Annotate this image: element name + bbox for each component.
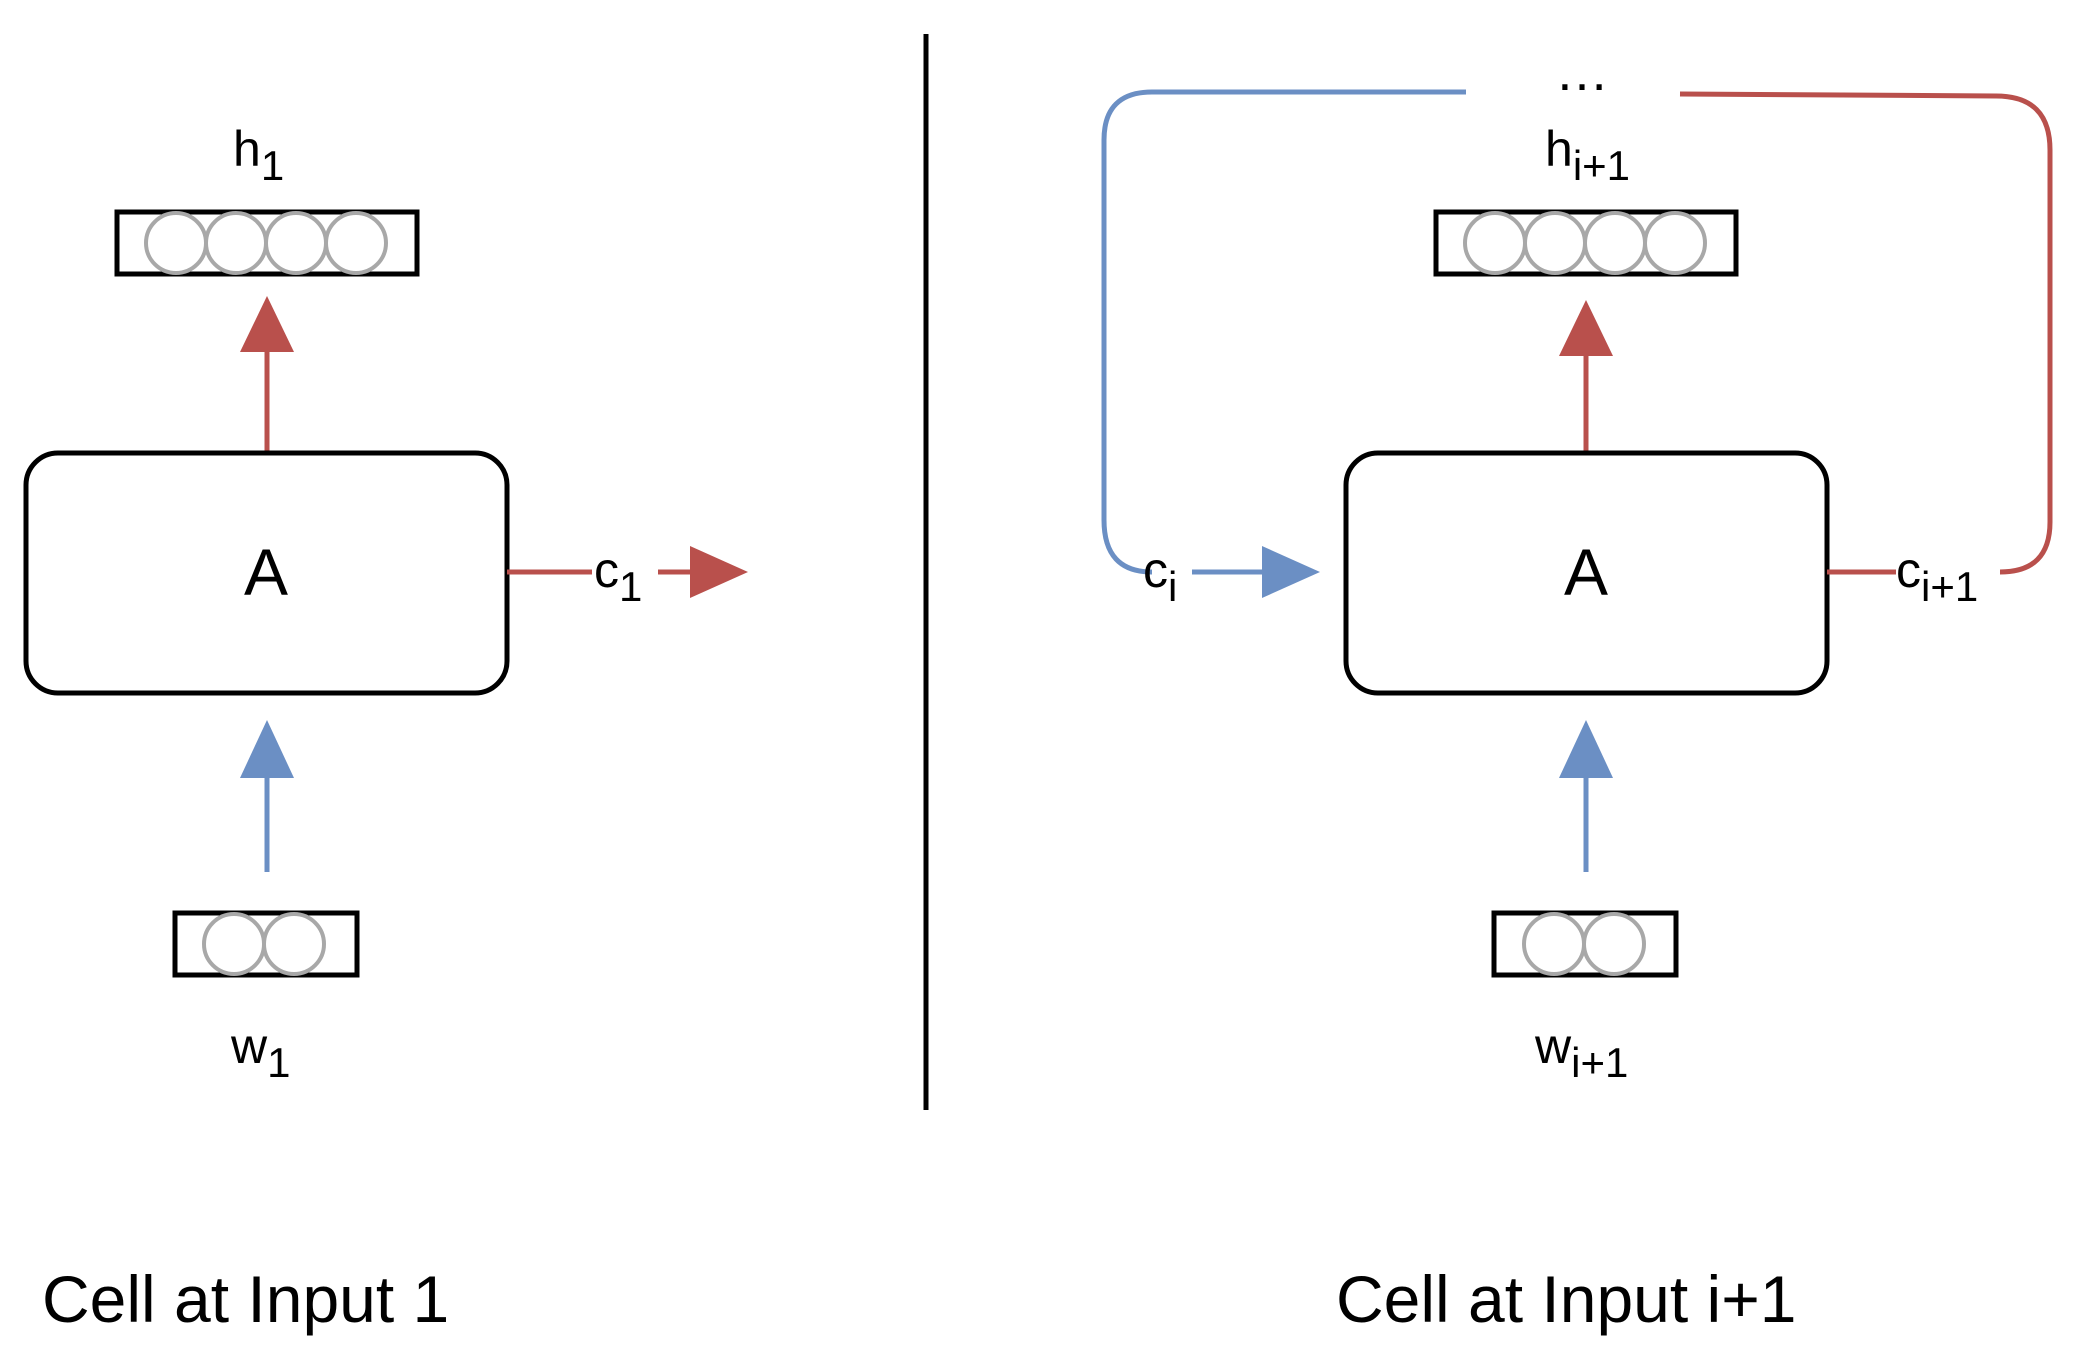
hidden-unit [1643, 211, 1707, 275]
right-cell-state-input: ci [1143, 542, 1320, 610]
left-hidden-label: h1 [233, 121, 284, 189]
left-input-arrow [240, 720, 294, 872]
left-cell-state-output: c1 [507, 542, 748, 610]
input-unit [262, 912, 326, 976]
right-cell-state-output: ci+1 [1827, 542, 1978, 610]
right-input-vector [1491, 910, 1679, 978]
right-cell-label: A [1564, 535, 1608, 609]
left-hidden-vector [114, 209, 420, 277]
recurrence-ellipsis: … [1555, 42, 1609, 102]
right-input-arrow [1559, 720, 1613, 872]
left-hidden-output-arrow [240, 296, 294, 453]
right-caption: Cell at Input i+1 [1336, 1262, 1796, 1336]
left-cell: A [23, 450, 510, 696]
right-hidden-vector [1433, 209, 1739, 277]
left-input-label: w1 [230, 1018, 290, 1086]
input-unit [1582, 912, 1646, 976]
right-cell-state-in-label: ci [1143, 542, 1177, 610]
left-cell-state-label: c1 [594, 542, 642, 610]
left-input-vector [172, 910, 360, 978]
right-input-label: wi+1 [1534, 1018, 1628, 1086]
right-hidden-label: hi+1 [1545, 121, 1630, 189]
right-cell-state-out-label: ci+1 [1896, 542, 1978, 610]
right-hidden-output-arrow [1559, 300, 1613, 453]
left-panel: h1 A c1 [23, 121, 748, 1336]
right-cell: A [1343, 450, 1830, 696]
hidden-unit [324, 211, 388, 275]
recurrent-loop-in [1101, 89, 1466, 575]
left-caption: Cell at Input 1 [42, 1262, 449, 1336]
right-panel: … hi+1 ci A [1101, 42, 2053, 1336]
left-cell-label: A [244, 535, 288, 609]
recurrent-loop-out [1679, 91, 2053, 575]
